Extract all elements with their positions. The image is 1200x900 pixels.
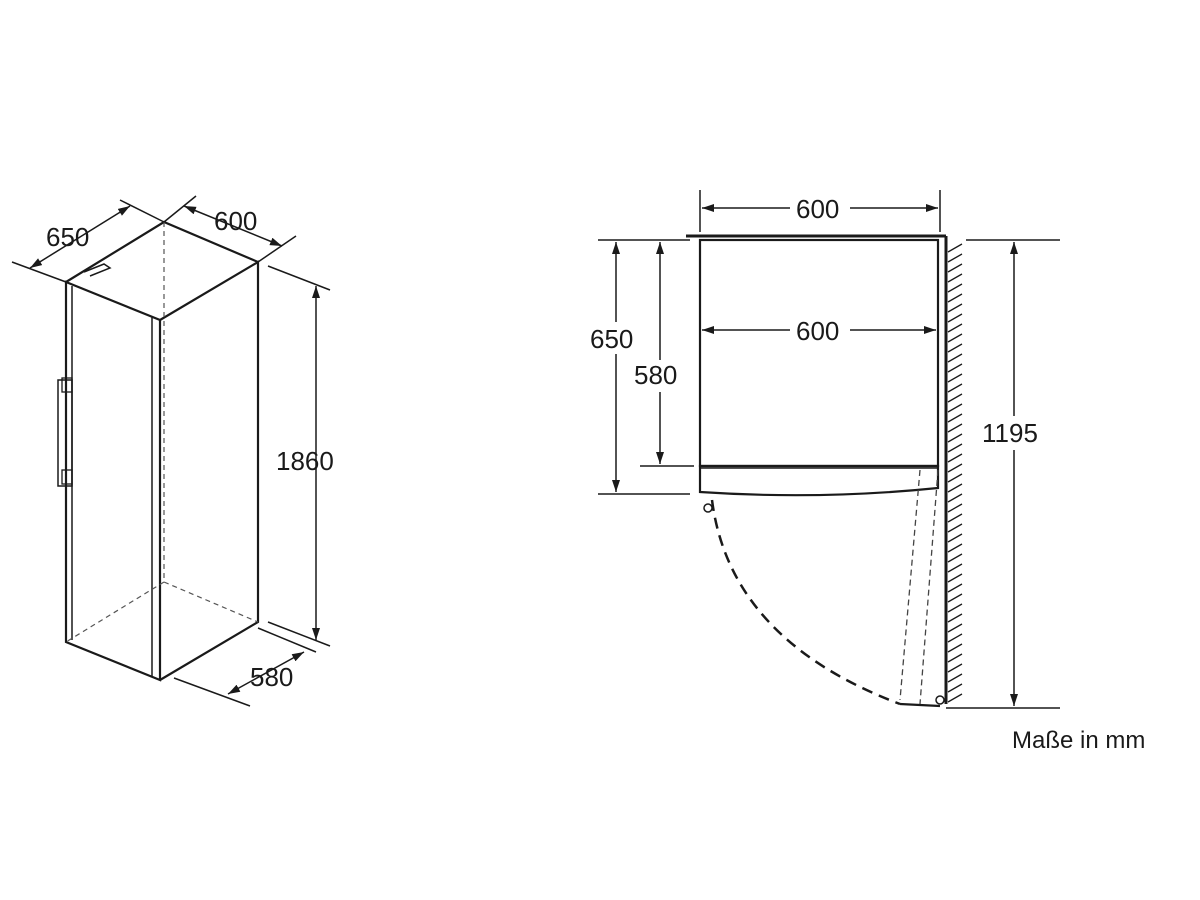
dim-depth-650: 650 bbox=[11, 199, 165, 283]
hatch-line bbox=[947, 523, 963, 533]
wall-hatching bbox=[947, 243, 963, 703]
hatch-line bbox=[947, 283, 963, 293]
hatch-line bbox=[947, 543, 963, 553]
hatch-line bbox=[947, 443, 963, 453]
hatch-line bbox=[947, 493, 963, 503]
dim-inner-depth-580: 580 bbox=[632, 242, 694, 467]
plan-view: 600 600 650 580 1195 bbox=[588, 190, 1060, 709]
hatch-line bbox=[947, 673, 963, 683]
hatch-line bbox=[947, 243, 963, 253]
cabinet-plan bbox=[698, 238, 945, 705]
hatch-line bbox=[947, 303, 963, 313]
hatch-line bbox=[947, 373, 963, 383]
dim-outer-width-600: 600 bbox=[699, 190, 941, 232]
hatch-line bbox=[947, 383, 963, 393]
hatch-line bbox=[947, 413, 963, 423]
hatch-line bbox=[947, 353, 963, 363]
dim-clearance-1195: 1195 bbox=[946, 239, 1060, 709]
hatch-line bbox=[947, 293, 963, 303]
label-base-580: 580 bbox=[250, 662, 293, 692]
dim-outer-depth-650: 650 bbox=[588, 239, 690, 495]
hatch-line bbox=[947, 363, 963, 373]
hatch-line bbox=[947, 273, 963, 283]
hatch-line bbox=[947, 613, 963, 623]
wall bbox=[686, 234, 963, 704]
hatch-line bbox=[947, 483, 963, 493]
hatch-line bbox=[947, 253, 963, 263]
label-outer-width-600: 600 bbox=[796, 194, 839, 224]
hatch-line bbox=[947, 643, 963, 653]
hatch-line bbox=[947, 453, 963, 463]
hatch-line bbox=[947, 343, 963, 353]
label-width-600: 600 bbox=[214, 206, 257, 236]
hatch-line bbox=[947, 323, 963, 333]
hatch-line bbox=[947, 633, 963, 643]
door-handle bbox=[57, 377, 73, 487]
label-depth-650: 650 bbox=[46, 222, 89, 252]
hatch-line bbox=[947, 623, 963, 633]
hatch-line bbox=[947, 533, 963, 543]
isometric-view: 650 600 1860 580 bbox=[11, 195, 334, 707]
hatch-line bbox=[947, 663, 963, 673]
hatch-line bbox=[947, 393, 963, 403]
dim-inner-width-600: 600 bbox=[702, 314, 936, 346]
hatch-line bbox=[947, 313, 963, 323]
hatch-line bbox=[947, 563, 963, 573]
dim-width-600: 600 bbox=[163, 195, 297, 263]
hatch-line bbox=[947, 403, 963, 413]
dim-base-580: 580 bbox=[173, 627, 317, 707]
hatch-line bbox=[947, 573, 963, 583]
label-inner-depth-580: 580 bbox=[634, 360, 677, 390]
hatch-line bbox=[947, 463, 963, 473]
hatch-line bbox=[947, 513, 963, 523]
label-inner-width-600: 600 bbox=[796, 316, 839, 346]
hatch-line bbox=[947, 653, 963, 663]
label-clearance-1195: 1195 bbox=[982, 418, 1038, 448]
cabinet-outline bbox=[64, 220, 260, 682]
hatch-line bbox=[947, 423, 963, 433]
hatch-line bbox=[947, 263, 963, 273]
hatch-line bbox=[947, 583, 963, 593]
door-swing bbox=[710, 469, 941, 708]
hatch-line bbox=[947, 473, 963, 483]
hatch-line bbox=[947, 333, 963, 343]
label-outer-depth-650: 650 bbox=[590, 324, 633, 354]
hatch-line bbox=[947, 433, 963, 443]
hatch-line bbox=[947, 683, 963, 693]
units-note: Maße in mm bbox=[1012, 727, 1145, 754]
hatch-line bbox=[947, 693, 963, 703]
hatch-line bbox=[947, 603, 963, 613]
hatch-line bbox=[947, 503, 963, 513]
label-height-1860: 1860 bbox=[276, 446, 334, 476]
hatch-line bbox=[947, 553, 963, 563]
dim-height-1860: 1860 bbox=[267, 265, 334, 647]
hatch-line bbox=[947, 593, 963, 603]
hidden-edges bbox=[65, 222, 259, 643]
